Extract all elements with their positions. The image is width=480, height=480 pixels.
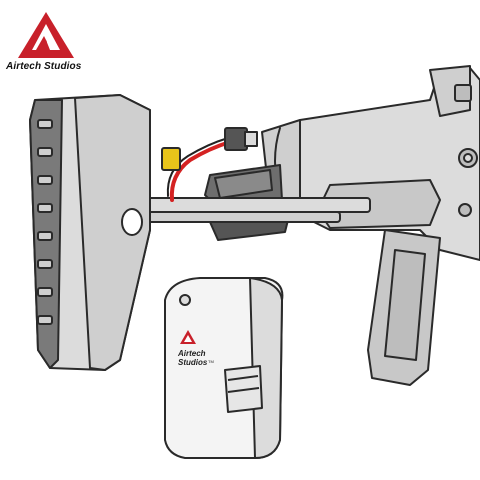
receiver-pin-center (463, 153, 473, 163)
logo-a-shape (32, 24, 60, 50)
rail-block (454, 84, 472, 102)
grip-panel (384, 249, 426, 361)
pad-slot-6 (37, 259, 53, 269)
stock-hole (121, 208, 143, 236)
brand-name: Airtech Studios (6, 61, 82, 72)
pad-slot-2 (37, 147, 53, 157)
latch-line-2 (227, 387, 260, 393)
logo-a-cut (36, 36, 47, 50)
stock-side-face (74, 94, 151, 371)
latch-line-1 (227, 375, 259, 381)
airtech-logo-icon (18, 12, 74, 58)
battery-extender (164, 277, 284, 459)
connector-black (224, 127, 248, 151)
brand-mark: Airtech Studios (6, 10, 116, 72)
wire-black (166, 137, 229, 197)
pad-slot-5 (37, 231, 53, 241)
upper-rail (429, 65, 471, 117)
extender-screw-icon (179, 294, 191, 306)
stock-rod-lower (139, 211, 341, 223)
pad-slot-4 (37, 203, 53, 213)
extender-side (249, 277, 283, 459)
selector-pin-icon (458, 203, 472, 217)
battery-top (214, 169, 273, 199)
extender-label-2: Studios (178, 358, 208, 367)
extender-label-1: Airtech (177, 349, 206, 358)
connector-plug (244, 131, 258, 147)
connector-yellow (161, 147, 181, 171)
pad-slot-1 (37, 119, 53, 129)
pad-slot-3 (37, 175, 53, 185)
wire-red (169, 140, 232, 202)
extender-trademark: TM (208, 359, 214, 364)
pad-slot-8 (37, 315, 53, 325)
extender-logo-cut (184, 335, 192, 342)
stock-rod-upper (139, 197, 371, 213)
pad-slot-7 (37, 287, 53, 297)
